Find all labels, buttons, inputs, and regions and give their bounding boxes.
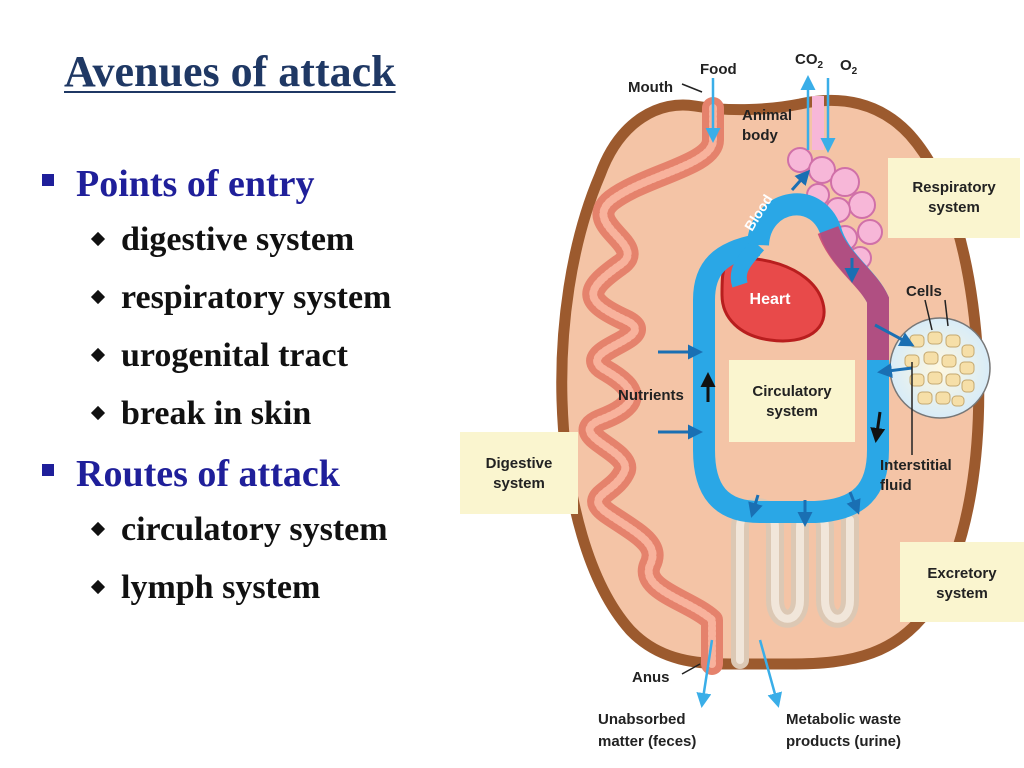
sub-bullet-text: digestive system <box>121 221 355 258</box>
feces-out-arrow <box>696 639 714 708</box>
sub-bullet-digestive-system: digestive system <box>38 218 478 276</box>
digestive-label-box <box>460 432 578 514</box>
circulatory-label-box <box>729 360 855 442</box>
sub-bullet-text: circulatory system <box>121 511 388 548</box>
sub-bullet-text: urogenital tract <box>121 337 348 374</box>
sub-bullet-circulatory-system: circulatory system <box>38 508 478 566</box>
downward-flow-arrow <box>870 411 886 443</box>
digestive-tract-lining <box>585 104 717 668</box>
sub-bullet-respiratory-system: respiratory system <box>38 276 478 334</box>
bullet-list: Points of entry digestive system respira… <box>38 160 478 624</box>
bullet-points-of-entry: Points of entry <box>38 160 478 218</box>
anus-label: Anus <box>632 669 670 686</box>
square-bullet-icon <box>42 464 54 476</box>
urine-out-arrow <box>758 639 783 708</box>
exchange-arrows <box>658 169 915 527</box>
excretory-label-box <box>900 542 1024 622</box>
heart-label: Heart <box>750 291 792 308</box>
heart-shape <box>720 257 826 343</box>
nutrients-label: Nutrients <box>618 387 684 404</box>
heart-vessel <box>730 239 765 288</box>
bullet-text: Routes of attack <box>76 453 340 495</box>
square-bullet-icon <box>42 174 54 186</box>
bullet-text: Points of entry <box>76 163 315 205</box>
bullet-routes-of-attack: Routes of attack <box>38 450 478 508</box>
slide-title: Avenues of attack <box>64 47 396 96</box>
sub-bullet-text: break in skin <box>121 395 312 432</box>
o2-label: O2 <box>840 57 858 77</box>
sub-bullet-urogenital-tract: urogenital tract <box>38 334 478 392</box>
sub-bullet-text: respiratory system <box>121 279 392 316</box>
respiratory-label-box <box>888 158 1020 238</box>
sub-bullet-break-in-skin: break in skin <box>38 392 478 450</box>
co2-label: CO2 <box>795 51 824 71</box>
food-label: Food <box>700 61 737 78</box>
blood-vessel-loop <box>693 193 889 523</box>
cells-label: Cells <box>906 283 942 300</box>
sub-bullet-text: lymph system <box>121 569 321 606</box>
leader-lines <box>681 83 949 675</box>
mouth-label: Mouth <box>628 79 673 96</box>
sub-bullet-lymph-system: lymph system <box>38 566 478 624</box>
